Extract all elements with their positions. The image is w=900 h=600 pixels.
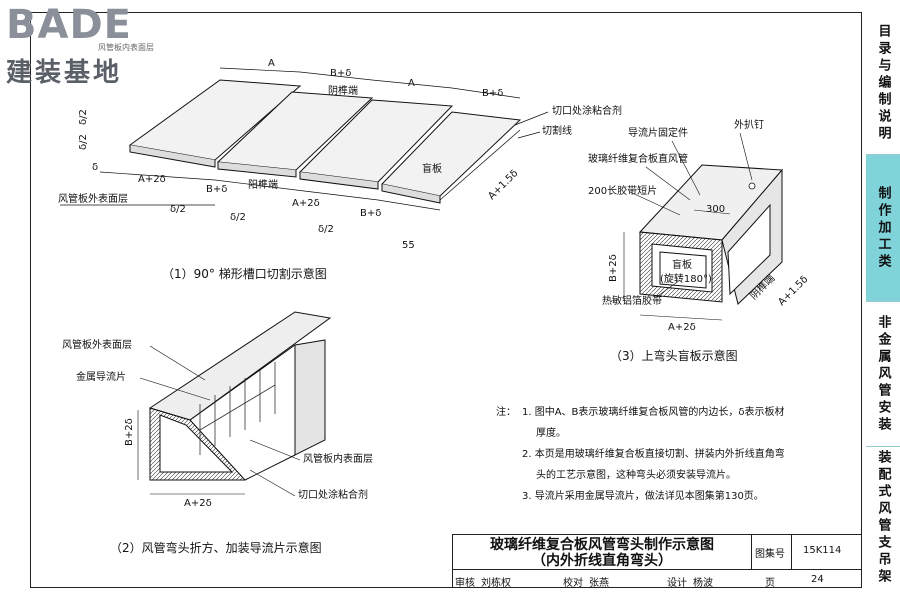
- note-line: 头的工艺示意图，这种弯头必须安装导流片。: [536, 470, 736, 481]
- checker-name: 张燕: [589, 578, 609, 589]
- dim-BpD-bottom1: B+δ: [206, 184, 227, 195]
- signature-row: 审核 刘栋权 校对 张燕 设计 杨波 页 24: [453, 569, 862, 590]
- dim-d2-c: δ/2: [170, 204, 186, 215]
- side-tab-label: 装配式风管支吊架: [875, 449, 891, 586]
- fig2-outer-label: 风管板外表面层: [62, 338, 132, 351]
- side-tab-label: 非金属风管安装: [875, 314, 891, 434]
- side-tabs: 目录与编制说明 制作加工类 非金属风管安装 装配式风管支吊架: [866, 12, 900, 588]
- dim-BpD-top2: B+δ: [482, 88, 503, 99]
- fig2-vane-label: 金属导流片: [76, 370, 126, 383]
- fig2-inner-label: 风管板内表面层: [303, 452, 373, 465]
- side-tab-hangers[interactable]: 装配式风管支吊架: [866, 447, 900, 588]
- fig1-plates: [128, 79, 522, 204]
- fig3-leaders: [623, 132, 753, 321]
- fig3-BpD: B+2δ: [608, 254, 619, 282]
- fig2-cut-glue-label: 切口处涂粘合剂: [298, 488, 368, 501]
- review-label: 审核: [455, 578, 475, 589]
- fig1-caption: （1）90° 梯形槽口切割示意图: [162, 266, 327, 281]
- title-line-2: （内外折线直角弯头）: [532, 553, 672, 569]
- side-tab-fabrication[interactable]: 制作加工类: [866, 155, 900, 302]
- fig2-BpD: B+2δ: [124, 418, 135, 446]
- title-block: 玻璃纤维复合板风管弯头制作示意图 （内外折线直角弯头） 图集号 15K114 审…: [452, 534, 862, 590]
- fig2-ApD: A+2δ: [184, 498, 212, 509]
- note-line: 1. 图中A、B表示玻璃纤维复合板风管的内边长，δ表示板材: [522, 407, 785, 418]
- fig2-caption: （2）风管弯头折方、加装导流片示意图: [110, 540, 322, 555]
- fig3-alu-tape-label: 热敏铝箔胶带: [602, 294, 662, 307]
- vane-fix-point: [748, 182, 756, 190]
- side-tab-label: 目录与编制说明: [875, 23, 891, 143]
- dim-d2-d: δ/2: [230, 212, 246, 223]
- dim-A-top1: A: [268, 58, 275, 69]
- design-label: 设计: [667, 578, 687, 589]
- cut-line-label: 切割线: [542, 124, 572, 137]
- page-number: 24: [811, 574, 824, 585]
- note-line: 2. 本页是用玻璃纤维复合板直接切割、拼装内外折线直角弯: [522, 449, 785, 460]
- blind-label: 盲板: [422, 162, 442, 175]
- fig3-A15D: A+1.5δ: [776, 274, 810, 308]
- elbow-front-inner: [159, 414, 234, 473]
- side-tab-contents[interactable]: 目录与编制说明: [866, 12, 900, 155]
- fig3-duct: [638, 164, 784, 305]
- dim-d2-a: δ/2: [78, 109, 89, 125]
- plate-1: [128, 79, 302, 161]
- atlas-number: 15K114: [803, 545, 842, 556]
- designer-name: 杨波: [693, 578, 713, 589]
- dim-A-top2: A: [408, 78, 415, 89]
- note-line: 厚度。: [536, 428, 566, 439]
- dim-A15D: A+1.5δ: [486, 168, 520, 202]
- page-label: 页: [765, 578, 775, 589]
- fig2-vanes: [199, 362, 276, 455]
- dim-d2-e: δ/2: [318, 224, 334, 235]
- fig2-elbow: [148, 311, 332, 481]
- end-plate2-label: 阳榫端: [248, 178, 278, 191]
- reviewer-name: 刘栋权: [481, 578, 511, 589]
- dim-d-left: δ: [92, 162, 98, 173]
- check-label: 校对: [563, 578, 583, 589]
- outer-layer-label: 风管板外表面层: [58, 192, 128, 205]
- fig3-ApD: A+2δ: [668, 322, 696, 333]
- logo-sub: 建装基地: [6, 58, 123, 88]
- fig2-leaders: [137, 345, 301, 497]
- fig3-tape-label: 200长胶带短片: [588, 184, 657, 197]
- fig3-ext-nail-label: 外扒钉: [734, 118, 764, 131]
- dim-A2D-bottom2: A+2δ: [292, 198, 320, 209]
- side-tab-nonmetal[interactable]: 非金属风管安装: [866, 302, 900, 447]
- fig2-text: 风管板外表面层 金属导流片 风管板内表面层 切口处涂粘合剂 B+2δ A+2δ: [62, 338, 373, 509]
- notes-title: 注：: [496, 407, 516, 418]
- logo-small-text: 风管板内表面层: [98, 43, 154, 52]
- dim-BpD-bottom2: B+δ: [360, 208, 381, 219]
- fig3-caption: （3）上弯头盲板示意图: [610, 348, 738, 363]
- logo-watermark: BADE 风管板内表面层 建装基地: [6, 2, 176, 94]
- atlas-label: 图集号: [755, 549, 785, 560]
- fig3-rot-label: (旋转180°): [660, 272, 712, 285]
- duct-side-opening: [727, 203, 771, 296]
- drawing-frame: [30, 12, 862, 588]
- fig3-vane-fix-label: 导流片固定件: [628, 126, 688, 139]
- dim-BpD-top1: B+δ: [330, 68, 351, 79]
- blind-plate: [659, 251, 707, 289]
- side-tab-label: 制作加工类: [875, 185, 891, 271]
- title-line-1: 玻璃纤维复合板风管弯头制作示意图: [490, 537, 714, 553]
- dim-d2-b: δ/2: [78, 134, 89, 150]
- fig3-duct-label: 玻璃纤维复合板直风管: [588, 152, 688, 165]
- note-line: 3. 导流片采用金属导流片，做法详见本图集第130页。: [522, 491, 764, 502]
- fig3-dim300: 300: [706, 204, 725, 215]
- dim-A2D: A+2δ: [138, 174, 166, 185]
- fig3-blind-label: 盲板: [672, 258, 692, 271]
- end-plate-label: 阴榫端: [328, 84, 358, 97]
- fig1-dim-lines: [60, 67, 549, 211]
- dim-55: 55: [402, 240, 415, 251]
- elbow-side: [294, 339, 326, 456]
- cut-glue-label: 切口处涂粘合剂: [552, 104, 622, 117]
- plate-2: [216, 91, 374, 171]
- logo-word: BADE: [6, 2, 132, 48]
